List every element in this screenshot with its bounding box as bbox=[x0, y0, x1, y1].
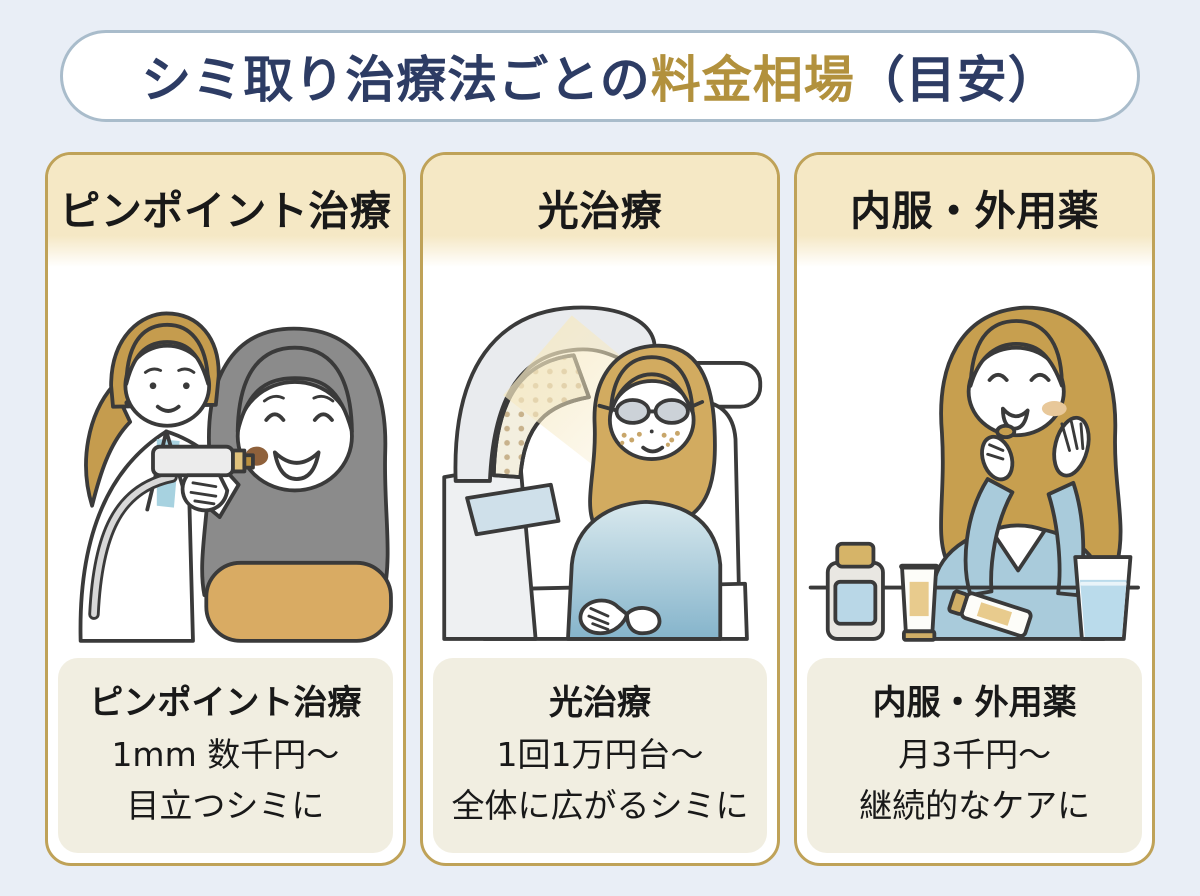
card-pinpoint-treatment: ピンポイント治療 bbox=[45, 152, 406, 866]
card-light-therapy: 光治療 bbox=[419, 152, 781, 866]
light-price: 1回1万円台〜 bbox=[496, 734, 704, 774]
medication-footer-title: 内服・外用薬 bbox=[872, 682, 1077, 723]
page-title-suffix: （目安） bbox=[854, 50, 1059, 109]
medication-price: 月3千円〜 bbox=[898, 734, 1052, 774]
card-medication-header: 内服・外用薬 bbox=[797, 155, 1153, 267]
page-title-prefix: シミ取り治療法ごとの bbox=[141, 50, 651, 109]
card-light-header: 光治療 bbox=[422, 155, 778, 267]
light-target: 全体に広がるシミに bbox=[451, 785, 749, 825]
pinpoint-footer-title: ピンポイント治療 bbox=[89, 682, 362, 723]
light-footer-title: 光治療 bbox=[549, 682, 651, 723]
treatment-cards-row: ピンポイント治療 bbox=[45, 152, 1156, 866]
card-light-price-box: 光治療 1回1万円台〜 全体に広がるシミに bbox=[432, 657, 768, 853]
light-therapy-machine-illustration bbox=[441, 306, 762, 642]
card-pinpoint-illustration-wrap bbox=[48, 267, 403, 654]
card-medication: 内服・外用薬 bbox=[794, 152, 1156, 866]
doctor-laser-treatment-illustration bbox=[78, 311, 393, 644]
card-medication-price-box: 内服・外用薬 月3千円〜 継続的なケアに bbox=[807, 657, 1143, 853]
card-pinpoint-price-box: ピンポイント治療 1mm 数千円〜 目立つシミに bbox=[58, 657, 393, 853]
taking-medicine-illustration bbox=[809, 306, 1141, 643]
pinpoint-target: 目立つシミに bbox=[126, 785, 325, 825]
page-title-highlight: 料金相場 bbox=[650, 50, 855, 109]
card-pinpoint-header: ピンポイント治療 bbox=[48, 155, 403, 267]
pinpoint-price: 1mm 数千円〜 bbox=[111, 734, 340, 774]
medication-target: 継続的なケアに bbox=[859, 785, 1091, 825]
page-title: シミ取り治療法ごとの料金相場（目安） bbox=[60, 30, 1140, 122]
card-light-illustration-wrap bbox=[423, 267, 778, 654]
card-medication-illustration-wrap bbox=[797, 267, 1152, 654]
